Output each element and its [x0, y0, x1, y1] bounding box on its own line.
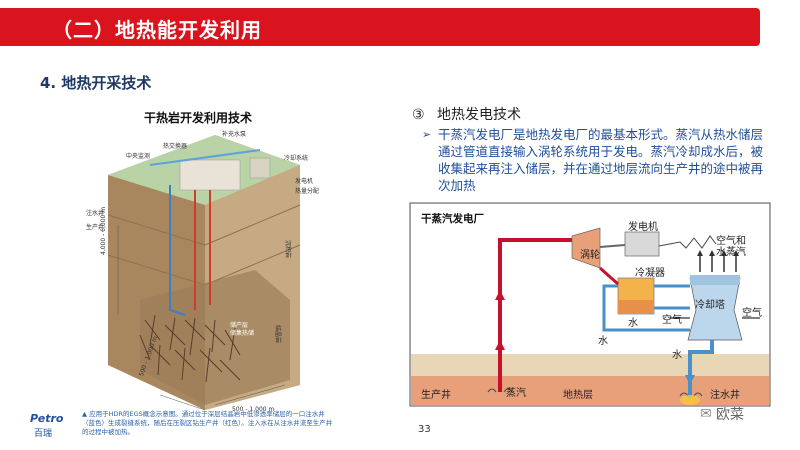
generator-box [624, 231, 660, 257]
fracture-network [139, 314, 241, 383]
wechat-icon: ✉ [700, 406, 712, 422]
bullet-arrow-icon: ➢ [422, 128, 432, 141]
vapor-arrows [699, 254, 737, 272]
plant-label-injection-well: 注水井 [710, 390, 740, 401]
plant-label-air2: 空气 [742, 308, 762, 319]
figure-caption: ▲ 应用于HDR的EGS概念示意图。通过位于深层结晶岩中低渗透率储层的一口注水井… [82, 410, 333, 436]
label-reservoir: 储产层 储集热储 [230, 322, 255, 337]
plant-label-production-well: 生产井 [421, 390, 451, 401]
label-injection: 注水井 [86, 210, 105, 217]
power-line-icon [658, 235, 717, 249]
label-generator: 发电机 [295, 178, 314, 185]
plant-label-reservoir: 地热层 [563, 390, 593, 401]
technique-title: 地热发电技术 [437, 107, 522, 123]
company-logo: Petro [30, 412, 64, 425]
figure-title: 干热岩开发利用技术 [144, 111, 253, 125]
technique-number: ③ [412, 107, 425, 123]
label-cooling: 冷却系统 [284, 155, 309, 162]
plant-label-generator: 发电机 [628, 222, 658, 233]
label-exchanger: 热交换器 [163, 143, 188, 150]
steam-marks [487, 388, 703, 397]
plant-label-cooling-tower: 冷却塔 [695, 300, 725, 311]
plant-label-water2: 水 [598, 336, 608, 347]
plant-label-water1: 水 [628, 318, 638, 329]
slide-title: （二）地热能开发利用 [52, 18, 262, 42]
plant-label-steam: 蒸汽 [506, 388, 526, 399]
section-title: 4. 地热开采技术 [40, 74, 152, 92]
plant-label-condenser: 冷凝器 [635, 268, 665, 279]
reservoir-layer [411, 376, 769, 405]
plant-title: 干蒸汽发电厂 [421, 213, 484, 225]
label-heat-dist: 热量分配 [295, 188, 320, 195]
watermark-text: 欧菜 [716, 407, 744, 423]
injection-well-line [169, 185, 186, 316]
header-bar: （二）地热能开发利用 [0, 8, 760, 46]
label-makeup-water: 补充水泵 [222, 131, 247, 138]
plant-label-turbine: 涡轮 [580, 250, 600, 261]
technique-heading: ③ 地热发电技术 [412, 104, 521, 124]
page-number: 33 [418, 424, 431, 435]
ground-layer [411, 354, 769, 376]
label-production: 生产井 [86, 224, 105, 231]
plant-label-air-vapor: 空气和 水蒸汽 [716, 236, 746, 258]
technique-bullet: ➢ 干蒸汽发电厂是地热发电厂的最基本形式。蒸汽从热水储层通过管道直接输入涡轮系统… [422, 126, 768, 194]
plant-label-air1: 空气 [662, 315, 682, 326]
company-logo-sub: 百瑞 [34, 429, 53, 439]
label-dist-side: 500 - 1,000 m [232, 406, 275, 413]
plant-building [179, 159, 241, 191]
label-monitor: 中央监测 [126, 153, 151, 160]
technique-text: 干蒸汽发电厂是地热发电厂的最基本形式。蒸汽从热水储层通过管道直接输入涡轮系统用于… [438, 127, 764, 193]
plant-label-water3: 水 [672, 350, 682, 361]
